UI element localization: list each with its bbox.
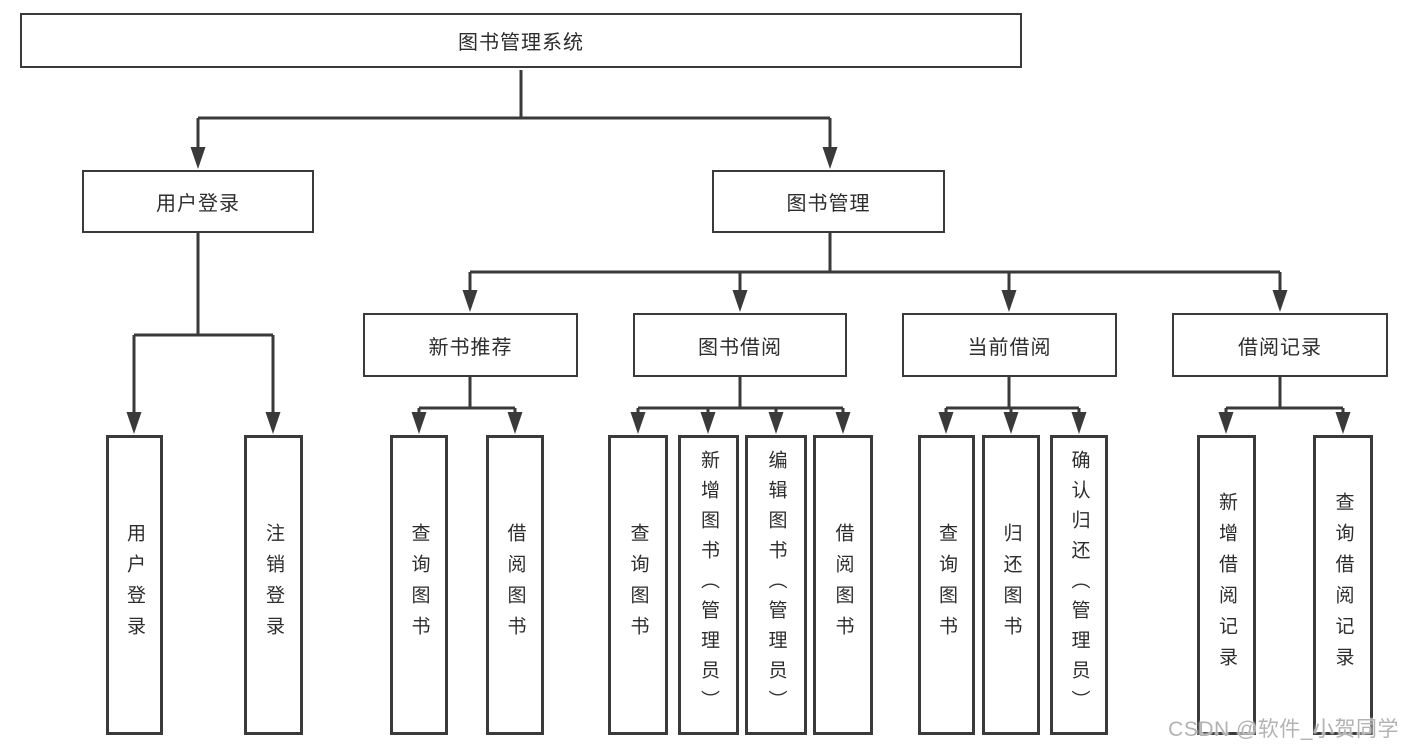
node-user-login-label: 用户登录 bbox=[156, 193, 240, 215]
leaf-logout-label: 注销登录 bbox=[263, 523, 284, 647]
leaf-return-book-label: 归还图书 bbox=[1000, 523, 1022, 647]
leaf-user-login-label: 用户登录 bbox=[124, 523, 145, 647]
node-borrow-record: 借阅记录 bbox=[1172, 313, 1388, 377]
leaf-borrow-book: 借阅图书 bbox=[813, 435, 873, 735]
node-current-borrow-label: 当前借阅 bbox=[967, 336, 1052, 359]
leaf-borrow-book-recommend: 借阅图书 bbox=[486, 435, 544, 735]
leaf-return-book: 归还图书 bbox=[982, 435, 1040, 735]
node-book-borrow-label: 图书借阅 bbox=[698, 336, 782, 359]
leaf-add-book-admin-label: 新增图书（管理员） bbox=[698, 450, 719, 720]
leaf-confirm-return-admin: 确认归还（管理员） bbox=[1050, 435, 1108, 735]
leaf-edit-book-admin-label: 编辑图书（管理员） bbox=[765, 450, 787, 720]
leaf-borrow-book-label: 借阅图书 bbox=[832, 523, 854, 647]
leaf-logout: 注销登录 bbox=[244, 435, 303, 735]
leaf-query-borrow-record-label: 查询借阅记录 bbox=[1332, 492, 1354, 678]
node-book-borrow: 图书借阅 bbox=[633, 313, 847, 377]
leaf-query-borrow-record: 查询借阅记录 bbox=[1313, 435, 1373, 735]
node-new-book-recommend: 新书推荐 bbox=[363, 313, 578, 377]
node-system-root-label: 图书管理系统 bbox=[458, 32, 584, 54]
leaf-query-book-recommend: 查询图书 bbox=[390, 435, 448, 735]
node-user-login: 用户登录 bbox=[82, 170, 314, 233]
node-current-borrow: 当前借阅 bbox=[902, 313, 1117, 377]
node-new-book-recommend-label: 新书推荐 bbox=[428, 336, 513, 359]
leaf-query-book-current-label: 查询图书 bbox=[936, 523, 957, 647]
leaf-query-book-recommend-label: 查询图书 bbox=[408, 523, 430, 647]
leaf-add-borrow-record-label: 新增借阅记录 bbox=[1216, 492, 1237, 678]
leaf-confirm-return-admin-label: 确认归还（管理员） bbox=[1068, 450, 1090, 720]
leaf-add-borrow-record: 新增借阅记录 bbox=[1197, 435, 1256, 735]
leaf-user-login: 用户登录 bbox=[106, 435, 163, 735]
leaf-borrow-book-recommend-label: 借阅图书 bbox=[504, 523, 526, 647]
leaf-add-book-admin: 新增图书（管理员） bbox=[678, 435, 739, 735]
leaf-edit-book-admin: 编辑图书（管理员） bbox=[745, 435, 807, 735]
leaf-query-book-borrow: 查询图书 bbox=[608, 435, 668, 735]
node-book-management: 图书管理 bbox=[712, 170, 945, 233]
node-borrow-record-label: 借阅记录 bbox=[1238, 336, 1322, 359]
leaf-query-book-borrow-label: 查询图书 bbox=[627, 523, 649, 647]
node-system-root: 图书管理系统 bbox=[20, 13, 1022, 68]
leaf-query-book-current: 查询图书 bbox=[918, 435, 975, 735]
csdn-watermark: CSDN @软件_小贺同学 bbox=[1168, 718, 1399, 741]
node-book-management-label: 图书管理 bbox=[786, 193, 871, 215]
